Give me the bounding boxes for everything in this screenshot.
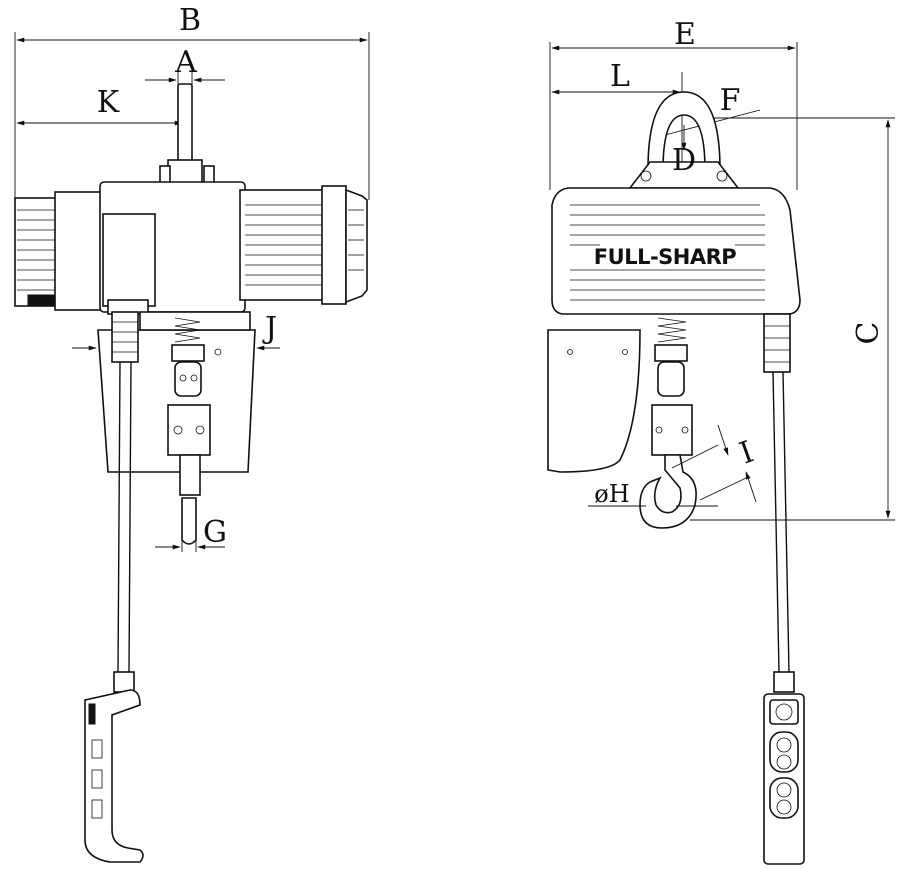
hook-block-side bbox=[167, 317, 211, 545]
label-a: A bbox=[174, 45, 197, 80]
side-view: B A K bbox=[14, 3, 370, 863]
label-d: D bbox=[672, 143, 696, 178]
label-e: E bbox=[674, 17, 696, 52]
motor-cylinder bbox=[239, 185, 368, 305]
label-l: L bbox=[610, 59, 630, 94]
dimension-e: E bbox=[549, 17, 798, 190]
control-cable-front bbox=[763, 313, 795, 693]
dimension-g: G bbox=[155, 515, 227, 552]
label-i: I bbox=[735, 435, 758, 472]
dimension-h: øH bbox=[588, 480, 718, 508]
suspension-lug bbox=[159, 83, 215, 189]
control-cable-side bbox=[111, 311, 139, 693]
front-view: E L F C D bbox=[547, 17, 895, 865]
label-h: øH bbox=[594, 480, 629, 508]
brand-logo: FULL-SHARP bbox=[594, 245, 736, 269]
gearbox-body bbox=[54, 181, 246, 315]
label-g: G bbox=[203, 515, 227, 550]
motor-cooling-fins bbox=[14, 197, 59, 307]
dimension-b: B bbox=[14, 3, 370, 210]
dimension-d: D bbox=[672, 125, 696, 178]
label-f: F bbox=[720, 83, 741, 118]
chain-container bbox=[97, 311, 256, 473]
label-k: K bbox=[97, 85, 120, 120]
label-b: B bbox=[179, 3, 201, 38]
dimension-j: J bbox=[72, 311, 280, 351]
pendant-front bbox=[763, 693, 805, 865]
label-j: J bbox=[262, 311, 277, 346]
dimension-c: C bbox=[690, 117, 895, 521]
chain-container-front bbox=[547, 329, 641, 473]
hook-block-front bbox=[639, 317, 697, 529]
label-c: C bbox=[851, 322, 886, 345]
pendant-side bbox=[84, 689, 144, 863]
hoist-housing: FULL-SHARP bbox=[551, 187, 801, 315]
